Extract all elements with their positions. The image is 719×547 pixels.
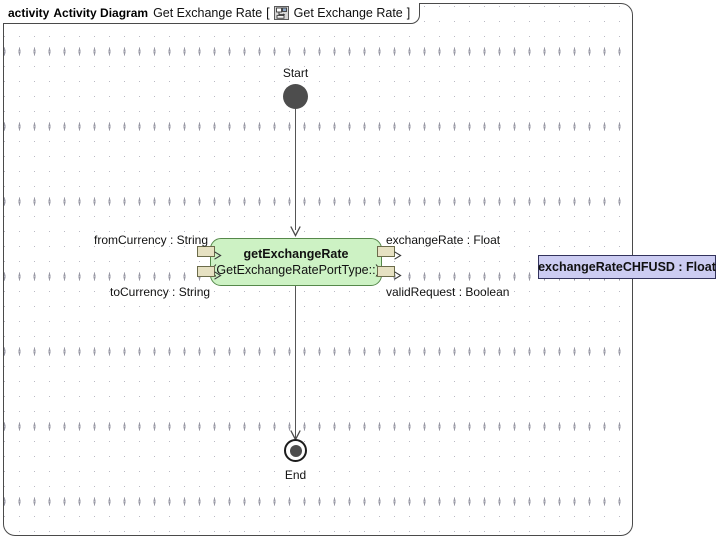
object-node-exchange-rate-chf-usd[interactable]: exchangeRateCHFUSD : Float: [538, 255, 716, 279]
action-node-type: (GetExchangeRatePortType::): [212, 262, 380, 277]
start-node-label: Start: [282, 66, 309, 80]
input-pin-to-currency-label: toCurrency : String: [110, 285, 211, 299]
input-pin-from-currency-arrow: [214, 247, 222, 260]
frame-keyword: activity: [8, 6, 50, 20]
activity-diagram-icon: [273, 6, 289, 20]
object-node-label: exchangeRateCHFUSD : Float: [538, 260, 716, 274]
input-pin-from-currency-label: fromCurrency : String: [94, 233, 209, 247]
arrowhead-into-end: [290, 428, 301, 442]
input-pin-to-currency[interactable]: [197, 266, 215, 277]
arrowhead-into-action: [290, 224, 301, 238]
input-pin-to-currency-arrow: [214, 267, 222, 280]
frame-bracket-close: ]: [406, 6, 411, 20]
end-node-label: End: [284, 468, 307, 482]
frame-title-tab[interactable]: activity Activity Diagram Get Exchange R…: [3, 3, 421, 24]
output-pin-valid-request-arrow: [394, 267, 402, 280]
frame-diagram-name: Get Exchange Rate: [153, 6, 263, 20]
end-node[interactable]: [284, 439, 307, 462]
frame-diagram-kind: Activity Diagram: [53, 6, 149, 20]
edge-start-to-action[interactable]: [295, 108, 296, 230]
end-node-inner-dot: [289, 444, 302, 457]
action-node-name: getExchangeRate: [243, 246, 349, 261]
output-pin-exchange-rate-arrow: [394, 247, 402, 260]
edge-action-to-end[interactable]: [295, 286, 296, 438]
action-node-get-exchange-rate[interactable]: getExchangeRate (GetExchangeRatePortType…: [210, 238, 382, 286]
frame-bracket-open: [: [266, 6, 270, 20]
output-pin-valid-request-label: validRequest : Boolean: [386, 285, 510, 299]
input-pin-from-currency[interactable]: [197, 246, 215, 257]
output-pin-exchange-rate-label: exchangeRate : Float: [386, 233, 501, 247]
output-pin-valid-request[interactable]: [377, 266, 395, 277]
start-node[interactable]: [283, 84, 308, 109]
output-pin-exchange-rate[interactable]: [377, 246, 395, 257]
frame-behavior-name: Get Exchange Rate: [293, 6, 403, 20]
